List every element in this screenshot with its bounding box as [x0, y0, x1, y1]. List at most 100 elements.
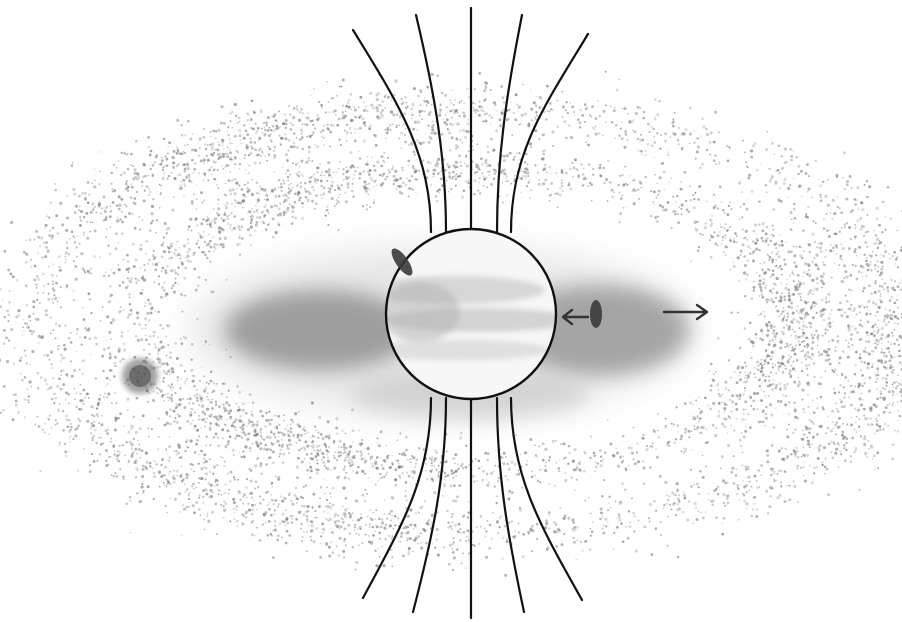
dust-speck — [578, 121, 582, 125]
dust-speck — [400, 535, 403, 538]
dust-speck — [162, 241, 165, 244]
dust-speck — [20, 378, 24, 382]
dust-speck — [790, 158, 793, 162]
dust-speck — [565, 101, 568, 104]
dust-speck — [454, 523, 457, 527]
dust-speck — [822, 180, 825, 184]
dust-speck — [187, 120, 190, 123]
dust-speck — [207, 398, 210, 401]
dust-speck — [250, 512, 254, 516]
dust-speck — [244, 411, 248, 415]
dust-speck — [354, 132, 356, 134]
dust-speck — [326, 81, 328, 83]
dust-speck — [883, 288, 886, 291]
dust-speck — [365, 183, 368, 186]
dust-speck — [421, 159, 425, 163]
dust-speck — [187, 173, 191, 177]
dust-speck — [98, 182, 101, 186]
dust-speck — [319, 556, 323, 559]
dust-speck — [282, 166, 284, 169]
dust-speck — [854, 407, 857, 411]
dust-speck — [564, 514, 567, 517]
dust-speck — [446, 106, 448, 108]
dust-speck — [207, 519, 211, 523]
dust-speck — [197, 275, 201, 279]
dust-speck — [165, 411, 169, 415]
dust-speck — [148, 343, 151, 346]
dust-speck — [148, 464, 152, 468]
dust-speck — [699, 166, 702, 170]
dust-speck — [158, 206, 161, 209]
dust-speck — [326, 453, 329, 456]
dust-speck — [97, 415, 99, 418]
dust-speck — [828, 358, 831, 360]
dust-speck — [285, 518, 289, 522]
dust-speck — [851, 436, 855, 440]
dust-speck — [78, 419, 82, 423]
dust-speck — [817, 446, 820, 450]
dust-speck — [143, 189, 146, 192]
dust-speck — [204, 253, 207, 257]
dust-speck — [764, 183, 768, 187]
dust-speck — [27, 314, 32, 319]
dust-speck — [599, 507, 603, 511]
dust-speck — [708, 499, 710, 501]
dust-speck — [773, 472, 776, 475]
dust-speck — [345, 166, 347, 169]
dust-speck — [504, 573, 508, 577]
dust-speck — [38, 301, 41, 304]
dust-speck — [799, 298, 803, 302]
dust-speck — [234, 114, 238, 117]
dust-speck — [343, 129, 346, 132]
dust-speck — [548, 527, 551, 530]
dust-speck — [202, 461, 206, 465]
dust-speck — [813, 287, 816, 289]
dust-speck — [802, 461, 805, 463]
dust-speck — [866, 365, 869, 368]
dust-speck — [865, 340, 868, 343]
dust-speck — [769, 467, 773, 471]
dust-speck — [319, 497, 321, 500]
dust-speck — [876, 260, 879, 263]
dust-speck — [446, 509, 449, 513]
dust-speck — [781, 318, 784, 321]
dust-speck — [374, 518, 377, 521]
dust-speck — [67, 336, 71, 340]
dust-speck — [10, 220, 14, 224]
dust-speck — [726, 494, 730, 498]
dust-speck — [175, 449, 178, 453]
dust-speck — [228, 137, 231, 141]
dust-speck — [240, 188, 244, 191]
dust-speck — [402, 123, 406, 126]
dust-speck — [166, 421, 169, 425]
dust-speck — [696, 425, 700, 429]
dust-speck — [23, 349, 27, 352]
dust-speck — [898, 281, 901, 285]
dust-speck — [616, 88, 619, 92]
dust-speck — [897, 322, 899, 325]
dust-speck — [35, 283, 38, 287]
dust-speck — [795, 416, 798, 419]
dust-speck — [249, 449, 252, 452]
dust-speck — [795, 309, 798, 312]
dust-speck — [316, 453, 320, 457]
dust-speck — [177, 443, 181, 447]
dust-speck — [259, 110, 263, 113]
dust-speck — [126, 253, 129, 257]
dust-speck — [624, 165, 627, 168]
dust-speck — [875, 342, 878, 345]
dust-speck — [695, 518, 699, 521]
dust-speck — [156, 357, 160, 361]
dust-speck — [302, 445, 306, 449]
dust-speck — [825, 467, 829, 471]
dust-speck — [772, 332, 775, 335]
dust-speck — [79, 209, 84, 214]
dust-speck — [269, 513, 273, 517]
dust-speck — [192, 487, 195, 490]
dust-speck — [316, 452, 320, 456]
dust-speck — [68, 437, 71, 439]
dust-speck — [199, 159, 203, 163]
dust-speck — [682, 511, 684, 514]
dust-speck — [706, 148, 709, 152]
dust-speck — [896, 285, 900, 289]
